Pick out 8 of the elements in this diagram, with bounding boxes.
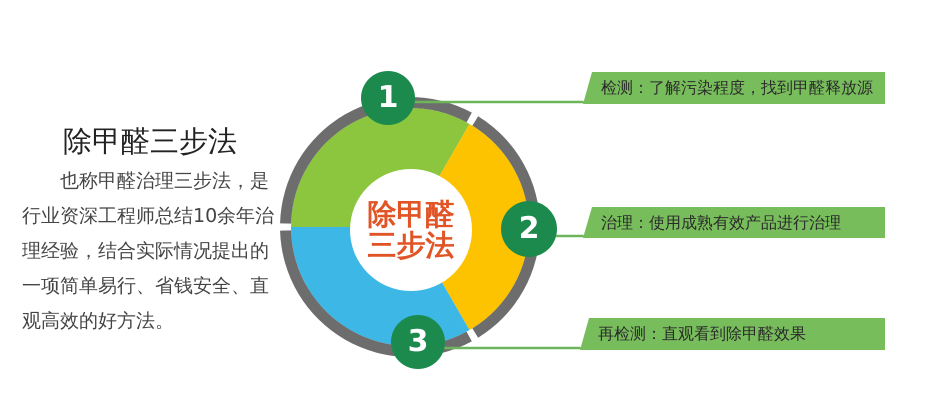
step-number-circle: 1 xyxy=(361,71,415,125)
leader-line xyxy=(444,346,581,350)
heading: 除甲醛三步法 xyxy=(63,123,237,160)
leader-line xyxy=(556,234,584,238)
step-banner: 检测：了解污染程度，找到甲醛释放源 xyxy=(583,72,885,104)
description-paragraph: 也称甲醛治理三步法，是行业资深工程师总结10余年治理经验，结合实际情况提出的一项简单易行、省钱安全、直观高效的好方法。 xyxy=(22,169,276,334)
step-banner: 治理：使用成熟有效产品进行治理 xyxy=(583,207,885,238)
step-banner: 再检测：直观看到除甲醛效果 xyxy=(580,318,885,350)
